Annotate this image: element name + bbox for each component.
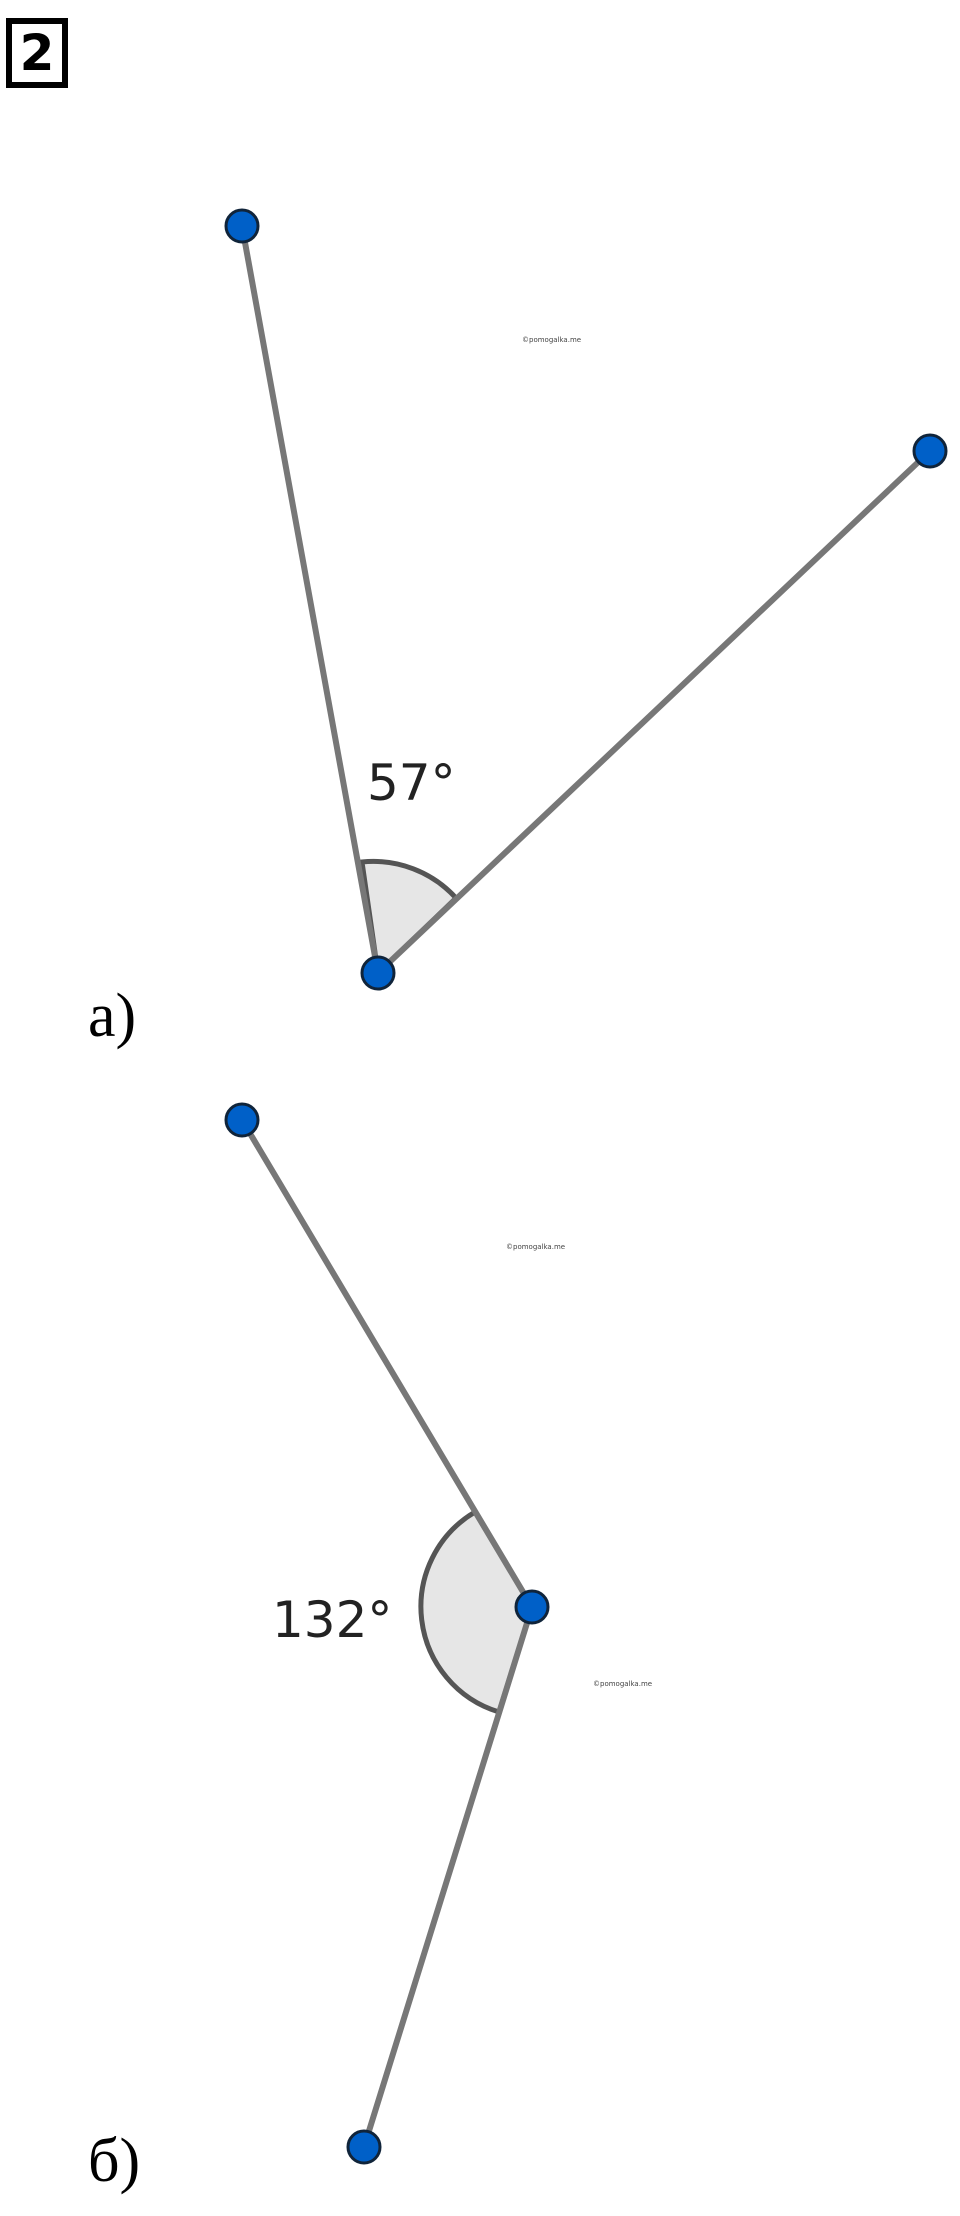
angle-arc-a [359, 858, 460, 979]
task-number-box: 2 [6, 18, 68, 88]
point-a-top-icon [224, 208, 260, 244]
angle-value-a: 57° [367, 754, 456, 812]
angle-value-b: 132° [272, 1591, 392, 1649]
figure-a: 57° ©pomogalka.me [224, 208, 948, 991]
point-b-bottom-icon [346, 2129, 382, 2165]
vertex-a-icon [360, 955, 396, 991]
watermark-2: ©pomogalka.me [506, 1243, 565, 1251]
watermark-1: ©pomogalka.me [522, 336, 581, 344]
task-number: 2 [19, 24, 55, 82]
ray-a-right [375, 448, 933, 976]
point-b-top-icon [224, 1102, 260, 1138]
ray-b-upper [239, 1117, 535, 1610]
figure-b: 132° ©pomogalka.me ©pomogalka.me [224, 1102, 652, 2165]
ray-b-lower [361, 1604, 535, 2150]
watermark-3: ©pomogalka.me [593, 1680, 652, 1688]
ray-a-left [239, 223, 381, 976]
vertex-b-icon [514, 1589, 550, 1625]
part-label-a: а) [88, 982, 137, 1050]
point-a-right-icon [912, 433, 948, 469]
part-label-b: б) [88, 2127, 141, 2195]
